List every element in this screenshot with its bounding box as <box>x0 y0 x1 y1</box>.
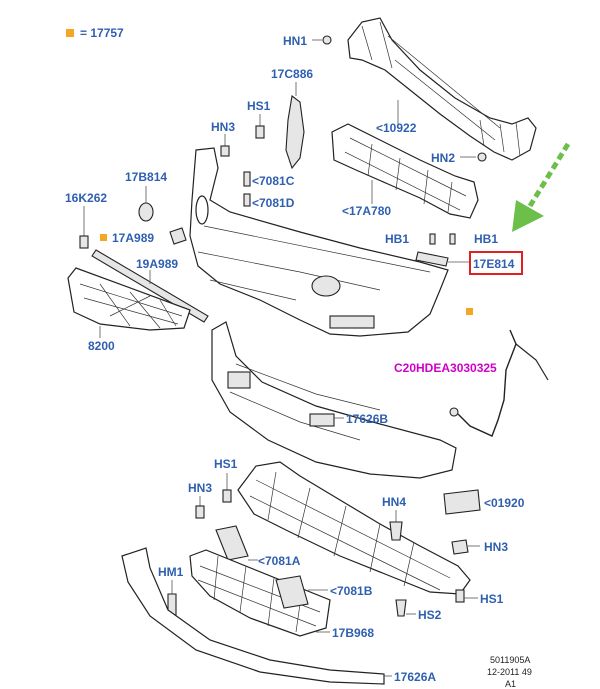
label-7081b: <7081B <box>330 584 373 598</box>
screw-icon <box>255 125 265 139</box>
label-hn4: HN4 <box>382 495 406 509</box>
label-hs1-right: HS1 <box>480 592 504 606</box>
energy-absorber <box>331 123 479 219</box>
bolt-icon <box>449 233 456 245</box>
label-17b968: 17B968 <box>332 626 374 640</box>
diagram-revision: A1 <box>505 679 516 689</box>
clip-icon <box>451 539 469 555</box>
wiring-harness <box>457 329 517 437</box>
screw-icon <box>222 489 232 503</box>
label-hn3-top: HN3 <box>211 120 235 134</box>
bracket-17c886 <box>285 95 305 170</box>
label-17a780: <17A780 <box>342 204 391 218</box>
clip-17a989 <box>169 227 187 245</box>
screw-icon <box>395 599 407 617</box>
lower-lip-17626a <box>121 547 385 685</box>
label-17c886: 17C886 <box>271 67 313 81</box>
label-7081c: <7081C <box>252 174 295 188</box>
fog-lamp-opening <box>329 315 375 329</box>
legend-square-icon <box>100 234 107 241</box>
screw-icon <box>79 235 89 249</box>
label-hs1-top: HS1 <box>247 99 271 113</box>
clip-7081c <box>243 171 251 187</box>
upper-grille <box>67 267 191 331</box>
diagram-code: 5011905A <box>490 655 530 665</box>
clip-icon <box>389 521 403 541</box>
bumper-cover <box>189 147 449 337</box>
tow-eye-cover <box>138 202 154 222</box>
lower-bumper-section <box>211 321 457 479</box>
lower-grille <box>189 549 331 637</box>
bolt-icon <box>429 233 436 245</box>
clip-icon <box>220 145 230 157</box>
clip-7081d <box>243 193 251 207</box>
clip-icon <box>195 505 205 519</box>
label-17626a: 17626A <box>394 670 436 684</box>
label-hn2: HN2 <box>431 151 455 165</box>
label-10922: <10922 <box>376 121 417 135</box>
label-hn3-mid: HN3 <box>188 481 212 495</box>
label-hb1-right: HB1 <box>474 232 498 246</box>
label-hb1-left: HB1 <box>385 232 409 246</box>
bracket-17e814 <box>415 251 449 267</box>
label-17a989: 17A989 <box>112 231 154 245</box>
label-17b814: 17B814 <box>125 170 167 184</box>
lamp-bezel <box>227 371 251 389</box>
screw-icon <box>455 589 465 603</box>
moulding-strip <box>91 249 209 323</box>
label-hs1-mid: HS1 <box>214 457 238 471</box>
label-19a989: 19A989 <box>136 257 178 271</box>
arrow-icon <box>512 142 571 232</box>
fog-lamp-opening <box>195 195 209 225</box>
emblem-icon <box>311 275 341 297</box>
label-01920: <01920 <box>484 496 525 510</box>
undertray <box>237 461 471 595</box>
legend-square-icon <box>66 29 74 37</box>
label-hn1: HN1 <box>283 34 307 48</box>
highlight-box <box>469 251 523 275</box>
screw-icon <box>322 35 332 45</box>
label-hn3-right: HN3 <box>484 540 508 554</box>
legend-square-icon <box>466 308 473 315</box>
legend-text: = 17757 <box>80 26 124 40</box>
label-hs2: HS2 <box>418 608 442 622</box>
bracket-7081b <box>275 575 309 609</box>
label-7081d: <7081D <box>252 196 295 210</box>
bracket-7081a <box>215 525 249 561</box>
cover-01920 <box>443 489 481 515</box>
bumper-reinforcement <box>347 17 537 161</box>
screw-icon <box>477 152 487 162</box>
label-16k262: 16K262 <box>65 191 107 205</box>
sensor-connector <box>449 407 459 417</box>
vent-icon <box>309 413 335 427</box>
label-7081a: <7081A <box>258 554 301 568</box>
label-8200: 8200 <box>88 339 115 353</box>
label-hm1: HM1 <box>158 565 184 579</box>
label-wire: C20HDEA3030325 <box>394 361 497 375</box>
label-17e814: 17E814 <box>473 257 515 271</box>
diagram-date: 12-2011 49 <box>487 667 532 677</box>
label-17626b: 17626B <box>346 412 388 426</box>
